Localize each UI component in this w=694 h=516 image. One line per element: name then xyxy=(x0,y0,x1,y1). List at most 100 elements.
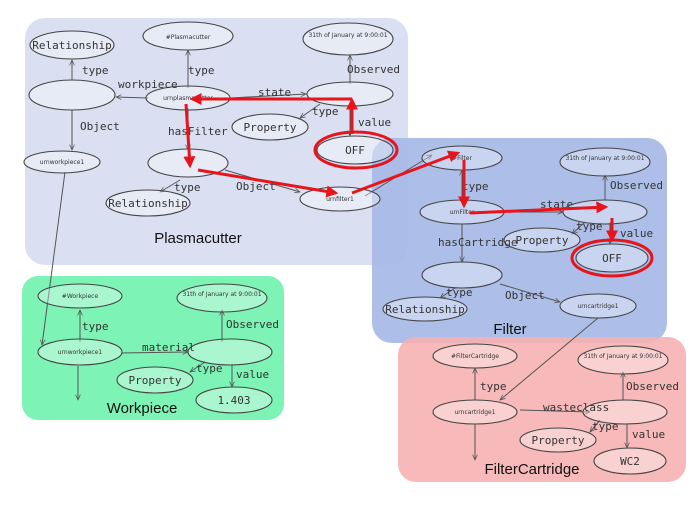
filter-urn-node xyxy=(299,186,381,212)
plasmacutter-subgraph: Relationship #Plasmacutter 31th of Janua… xyxy=(23,21,432,345)
workpiece-urn-label: urnworkpiece1 xyxy=(40,159,85,166)
filtercartridge-subgraph: #FilterCartridge 31th of January at 9:00… xyxy=(432,343,679,478)
cartridge-value-label: WC2 xyxy=(620,455,640,468)
edge-label: Observed xyxy=(610,179,663,192)
edge-label: Observed xyxy=(226,318,279,331)
off-highlight-circle xyxy=(313,130,399,170)
filter-timestamp-node xyxy=(559,147,651,177)
filter-subgraph: #Filter 31th of January at 9:00:01 urnFi… xyxy=(382,145,663,400)
workpiece-class-node xyxy=(37,283,123,309)
off-value-label: OFF xyxy=(345,144,365,157)
plasmacutter-class-label: #Plasmacutter xyxy=(166,34,211,41)
timestamp-node xyxy=(302,22,394,56)
edge-label: type xyxy=(188,64,215,77)
red-arrow xyxy=(197,168,339,198)
edge xyxy=(116,97,149,98)
edge xyxy=(590,419,601,432)
edge-label: type xyxy=(592,420,619,433)
edge xyxy=(572,221,586,234)
filtercartridge-group-title: FilterCartridge xyxy=(484,461,579,478)
edge-label: Object xyxy=(80,120,120,133)
timestamp-label: 31th of January at 9:00:01 xyxy=(308,32,387,39)
edge-label: material xyxy=(142,341,195,354)
filter-urn-label: urnfilter1 xyxy=(326,196,354,203)
edge xyxy=(499,283,560,302)
edge xyxy=(440,287,456,298)
edge-label: Object xyxy=(236,180,276,193)
filter-group-title: Filter xyxy=(493,321,526,338)
edge-label: value xyxy=(632,428,665,441)
edge-label: type xyxy=(576,220,603,233)
edge-label: Object xyxy=(505,289,545,302)
edge xyxy=(42,171,66,345)
edge xyxy=(500,317,599,400)
filter-relationship-node xyxy=(382,296,468,322)
edge-label: hasFilter xyxy=(168,125,228,138)
cartridge-timestamp-node xyxy=(577,345,669,375)
cartridge-timestamp-label: 31th of January at 9:00:01 xyxy=(583,353,662,360)
edge-label: type xyxy=(446,286,473,299)
edge-label: type xyxy=(174,181,201,194)
plasmacutter-group-title: Plasmacutter xyxy=(154,230,242,247)
red-arrow xyxy=(351,150,461,195)
edge xyxy=(190,361,206,372)
property-label: Property xyxy=(244,121,297,134)
workpiece-subgraph: #Workpiece 31th of January at 9:00:01 ur… xyxy=(37,283,279,417)
filter-cartridge-urn-node xyxy=(559,293,637,319)
workpiece-timestamp-node xyxy=(176,283,268,313)
workpiece-group-title: Workpiece xyxy=(107,400,178,417)
workpiece-urn-node xyxy=(23,150,101,174)
filter-timestamp-label: 31th of January at 9:00:01 xyxy=(565,155,644,162)
filter-property-node xyxy=(503,227,581,253)
workpiece-value-node xyxy=(195,386,273,414)
off-value-node xyxy=(316,135,394,165)
cartridge-property-label: Property xyxy=(532,434,585,447)
edge xyxy=(300,103,321,118)
edge-label: wasteclass xyxy=(543,401,609,414)
edge-label: value xyxy=(620,227,653,240)
filter-cartridge-urn-label: urncartridge1 xyxy=(577,303,618,310)
workpiece-timestamp-label: 31th of January at 9:00:01 xyxy=(182,291,261,298)
plasmacutter-urn-label: urnplasmacutter xyxy=(163,95,213,102)
filter-property-label: Property xyxy=(516,234,569,247)
material-node xyxy=(187,338,273,366)
edge xyxy=(519,410,590,412)
edge-label: type xyxy=(480,380,507,393)
cartridge-urn-node xyxy=(432,399,518,425)
edge-label: value xyxy=(358,116,391,129)
edge-label: type xyxy=(312,105,339,118)
edge xyxy=(229,94,306,99)
edge-label: Observed xyxy=(347,63,400,76)
workpiece-value-label: 1.403 xyxy=(217,394,250,407)
edge-label: hasCartridge xyxy=(438,236,517,249)
edge-label: type xyxy=(196,362,223,375)
filter-off-label: OFF xyxy=(602,252,622,265)
filter-off-node xyxy=(575,243,649,273)
filter-urn-label: urnFilter xyxy=(450,209,475,216)
edge-label: type xyxy=(82,64,109,77)
cartridge-urn-label: urncartridge1 xyxy=(454,409,495,416)
property-node xyxy=(231,113,309,141)
edge-label: value xyxy=(236,368,269,381)
workpiece-class-label: #Workpiece xyxy=(62,293,99,300)
relationship2-label: Relationship xyxy=(108,197,187,210)
red-arrow xyxy=(469,201,609,215)
edge-label: workpiece xyxy=(118,78,178,91)
cartridge-class-node xyxy=(432,343,518,369)
wasteclass-node xyxy=(582,399,668,425)
plasmacutter-group xyxy=(25,18,408,265)
cartridge-class-label: #FilterCartridge xyxy=(451,353,499,360)
cartridge-link-node xyxy=(421,261,503,289)
relationship2-node xyxy=(105,189,191,217)
edge xyxy=(160,179,181,192)
red-arrow xyxy=(183,103,196,169)
filter-relationship-label: Relationship xyxy=(385,303,464,316)
filter-group xyxy=(372,138,667,343)
edge-label: type xyxy=(462,180,489,193)
highlight-path xyxy=(183,93,654,278)
cartridge-value-node xyxy=(593,447,667,475)
state-node xyxy=(306,81,394,107)
workpiece-urn-label: urnworkpiece1 xyxy=(58,349,103,356)
workpiece-urn-node xyxy=(37,338,123,366)
